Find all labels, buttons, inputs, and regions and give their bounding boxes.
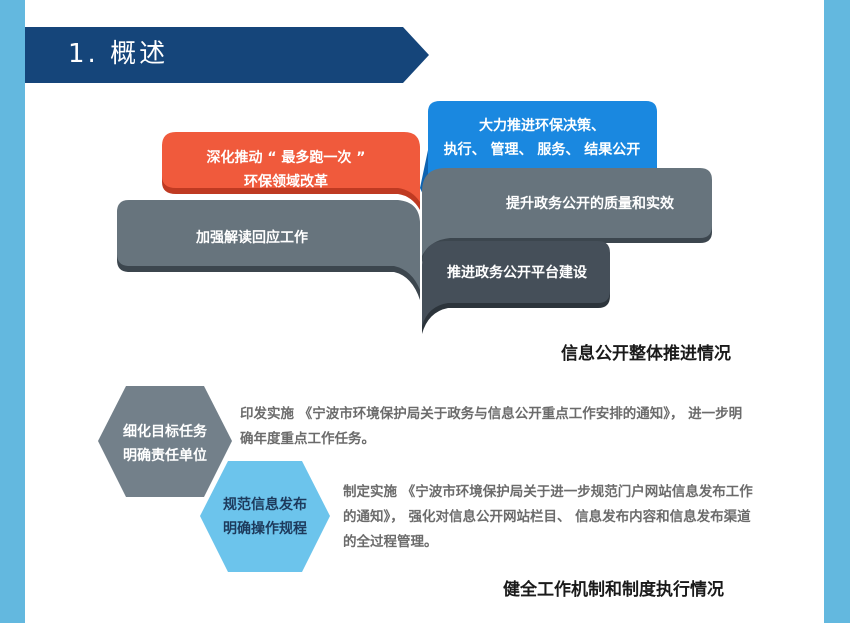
dark-block-text: 推进政务公开平台建设 (430, 261, 604, 285)
blue-block-line-1: 大力推进环保决策、 (479, 118, 605, 134)
gray-left-block (117, 200, 420, 300)
gray-hexagon-text: 细化目标任务 明确责任单位 (100, 420, 230, 468)
light-blue-hexagon-line-1: 规范信息发布 (223, 497, 307, 513)
gray-right-block-text: 提升政务公开的质量和实效 (480, 192, 700, 216)
light-blue-hexagon-text: 规范信息发布 明确操作规程 (200, 493, 330, 541)
red-block-line-2: 环保领域改革 (244, 174, 328, 190)
gray-hexagon (98, 386, 232, 497)
item-2-description: 制定实施 《宁波市环境保护局关于进一步规范门户网站信息发布工作的通知》， 强化对… (343, 484, 753, 550)
dark-block (422, 241, 610, 334)
gray-right-block (422, 168, 712, 262)
dark-block-line: 推进政务公开平台建设 (447, 265, 587, 281)
info-disclosure-caption: 信息公开整体推进情况 (561, 344, 731, 364)
light-blue-hexagon-line-2: 明确操作规程 (223, 521, 307, 537)
gray-left-block-line: 加强解读回应工作 (196, 230, 308, 246)
header-banner (25, 27, 429, 83)
work-mechanism-caption: 健全工作机制和制度执行情况 (503, 580, 724, 600)
blue-block-line-2: 执行、 管理、 服务、 结果公开 (443, 142, 641, 158)
gray-left-block-text: 加强解读回应工作 (152, 226, 352, 250)
blue-block-text: 大力推进环保决策、 执行、 管理、 服务、 结果公开 (430, 114, 654, 162)
red-block-text: 深化推动 “ 最多跑一次 ” 环保领域改革 (176, 146, 396, 194)
red-block-line-1: 深化推动 “ 最多跑一次 ” (206, 150, 366, 166)
light-blue-hexagon (200, 461, 330, 572)
red-block (162, 132, 420, 210)
item-1-description: 印发实施 《宁波市环境保护局关于政务与信息公开重点工作安排的通知》， 进一步明确… (240, 406, 743, 447)
gray-right-block-line: 提升政务公开的质量和实效 (506, 196, 674, 212)
page-title: 1. 概述 (68, 39, 169, 69)
gray-hexagon-line-1: 细化目标任务 (123, 424, 207, 440)
gray-hexagon-line-2: 明确责任单位 (123, 448, 207, 464)
